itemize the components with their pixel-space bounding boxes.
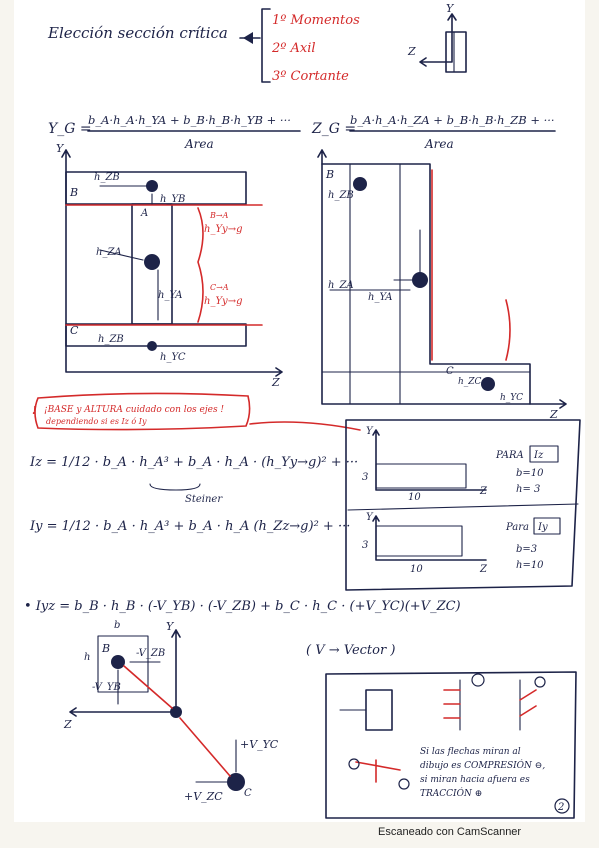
note-vector: ( V → Vector ) xyxy=(306,643,395,658)
formula-yg: Y_G = b_A·h_A·h_YA + b_B·h_B·h_YB + ··· … xyxy=(48,113,301,151)
svg-text:PARA: PARA xyxy=(495,450,524,461)
svg-text:Z: Z xyxy=(63,718,72,731)
svg-text:h_YB: h_YB xyxy=(160,194,185,205)
svg-text:h: h xyxy=(84,652,90,663)
svg-text:3: 3 xyxy=(362,540,368,551)
svg-text:¡BASE y ALTURA cuidado con los: ¡BASE y ALTURA cuidado con los ejes ! xyxy=(44,405,224,415)
page-number: 2 xyxy=(557,802,564,813)
svg-text:• Iyz = b_B · h_B · (-V_YB) ·: • Iyz = b_B · h_B · (-V_YB) · (-V_ZB) + … xyxy=(24,599,461,614)
svg-text:h= 3: h= 3 xyxy=(516,484,540,495)
svg-text:h_ZA: h_ZA xyxy=(328,280,354,291)
bracket-arrow-icon xyxy=(243,32,253,44)
svg-text:!: ! xyxy=(32,404,37,417)
svg-text:h_ZC: h_ZC xyxy=(458,377,482,387)
svg-text:+V_YC: +V_YC xyxy=(240,738,279,751)
svg-text:dependiendo si es Iz ó Iy: dependiendo si es Iz ó Iy xyxy=(46,417,147,426)
iy-formula: Iy = 1/12 · b_A · h_A³ + b_A · h_A (h_Zz… xyxy=(29,519,350,534)
svg-text:b_A·h_A·h_ZA + b_B·h_B·h_ZB +: b_A·h_A·h_ZA + b_B·h_B·h_ZB + ··· xyxy=(350,113,555,127)
svg-text:h_Yy→g: h_Yy→g xyxy=(204,224,242,235)
svg-text:Z: Z xyxy=(549,408,558,421)
svg-text:h_ZB: h_ZB xyxy=(98,334,124,345)
right-section-figure: B h_ZB h_ZA h_YA C h_ZC h_YC Z xyxy=(317,149,567,421)
svg-text:TRACCIÓN ⊕: TRACCIÓN ⊕ xyxy=(420,787,482,799)
criteria-bracket xyxy=(239,8,271,83)
svg-text:10: 10 xyxy=(410,564,423,575)
svg-text:Iy: Iy xyxy=(537,522,548,533)
svg-text:B: B xyxy=(325,168,334,181)
svg-text:Iy = 1/12 · b_A · h_A³ + b_A ·: Iy = 1/12 · b_A · h_A³ + b_A · h_A (h_Zz… xyxy=(29,519,350,534)
svg-text:h_ZB: h_ZB xyxy=(94,172,120,183)
svg-text:b_A·h_A·h_YA + b_B·h_B·h_YB +: b_A·h_A·h_YA + b_B·h_B·h_YB + ··· xyxy=(88,113,291,127)
iyz-formula: • Iyz = b_B · h_B · (-V_YB) · (-V_ZB) + … xyxy=(24,599,461,614)
svg-text:-V_YB: -V_YB xyxy=(92,682,121,693)
svg-text:B: B xyxy=(69,186,78,199)
criterion-2: 2º Axil xyxy=(271,41,316,56)
svg-text:Si las flechas miran al: Si las flechas miran al xyxy=(420,747,521,757)
criterion-3: 3º Cortante xyxy=(272,69,349,84)
scanner-footer: Escaneado con CamScanner xyxy=(378,826,522,838)
svg-text:Z: Z xyxy=(479,486,488,497)
svg-text:h_ZB: h_ZB xyxy=(328,190,354,201)
criterion-1: 1º Momentos xyxy=(272,13,360,28)
svg-text:b: b xyxy=(114,620,120,631)
svg-text:C: C xyxy=(70,324,79,337)
scanned-page xyxy=(14,0,585,822)
svg-text:h_Yy→g: h_Yy→g xyxy=(204,296,242,307)
svg-text:h=10: h=10 xyxy=(516,560,544,571)
axis-boxes: Y Z 3 10 PARA Iz b=10 h= 3 Y Z 3 10 Para… xyxy=(345,419,581,591)
svg-text:dibujo es COMPRESIÓN ⊖,: dibujo es COMPRESIÓN ⊖, xyxy=(420,759,545,771)
svg-text:Steiner: Steiner xyxy=(185,494,223,505)
svg-text:Z_G =: Z_G = xyxy=(311,121,356,137)
svg-text:b=10: b=10 xyxy=(516,468,544,479)
left-section-figure: Y Z B A C h_ZB h_YB h_ZA h_YA h_ZB h_YC … xyxy=(56,142,283,389)
svg-text:Y_G =: Y_G = xyxy=(48,121,92,137)
iz-formula: Iz = 1/12 · b_A · h_A³ + b_A · h_A · (h_… xyxy=(29,455,358,505)
svg-text:Y: Y xyxy=(446,2,455,15)
svg-text:h_YC: h_YC xyxy=(500,393,523,403)
svg-text:10: 10 xyxy=(408,492,421,503)
svg-text:Z: Z xyxy=(407,45,416,58)
svg-text:h_YA: h_YA xyxy=(368,292,393,303)
svg-text:B→A: B→A xyxy=(209,211,229,220)
svg-text:b=3: b=3 xyxy=(516,544,537,555)
svg-text:h_YC: h_YC xyxy=(160,352,186,363)
svg-text:Y: Y xyxy=(166,620,175,633)
svg-text:si miran hacia afuera es: si miran hacia afuera es xyxy=(420,775,530,785)
svg-text:B: B xyxy=(101,642,110,655)
svg-text:C→A: C→A xyxy=(210,283,229,292)
svg-text:Z: Z xyxy=(271,376,280,389)
svg-text:A: A xyxy=(140,208,148,219)
svg-text:3: 3 xyxy=(362,472,368,483)
svg-text:Y: Y xyxy=(56,142,65,155)
svg-text:C: C xyxy=(244,788,252,799)
svg-text:Y: Y xyxy=(366,512,374,523)
axis-sketch: Y Z xyxy=(407,2,467,73)
svg-text:-V_ZB: -V_ZB xyxy=(136,648,165,659)
svg-text:Z: Z xyxy=(479,564,488,575)
svg-text:h_YA: h_YA xyxy=(158,290,183,301)
svg-text:Area: Area xyxy=(184,137,214,151)
svg-text:Iz: Iz xyxy=(533,450,544,461)
svg-text:Iz = 1/12 · b_A · h_A³ + b_A ·: Iz = 1/12 · b_A · h_A³ + b_A · h_A · (h_… xyxy=(29,455,358,470)
svg-text:+V_ZC: +V_ZC xyxy=(184,790,223,803)
formula-zg: Z_G = b_A·h_A·h_ZA + b_B·h_B·h_ZB + ··· … xyxy=(311,113,556,151)
warning-note: ! ¡BASE y ALTURA cuidado con los ejes ! … xyxy=(32,392,361,431)
svg-text:C: C xyxy=(446,366,454,377)
vector-figure: Y Z B C -V_ZB -V_YB +V_YC +V_ZC b h xyxy=(63,620,279,803)
title: Elección sección crítica xyxy=(47,24,228,42)
traction-note: Si las flechas miran al dibujo es COMPRE… xyxy=(325,671,577,819)
svg-text:Area: Area xyxy=(424,137,454,151)
svg-text:h_ZA: h_ZA xyxy=(96,247,122,258)
svg-text:Y: Y xyxy=(366,426,374,437)
svg-text:Para: Para xyxy=(505,522,529,533)
